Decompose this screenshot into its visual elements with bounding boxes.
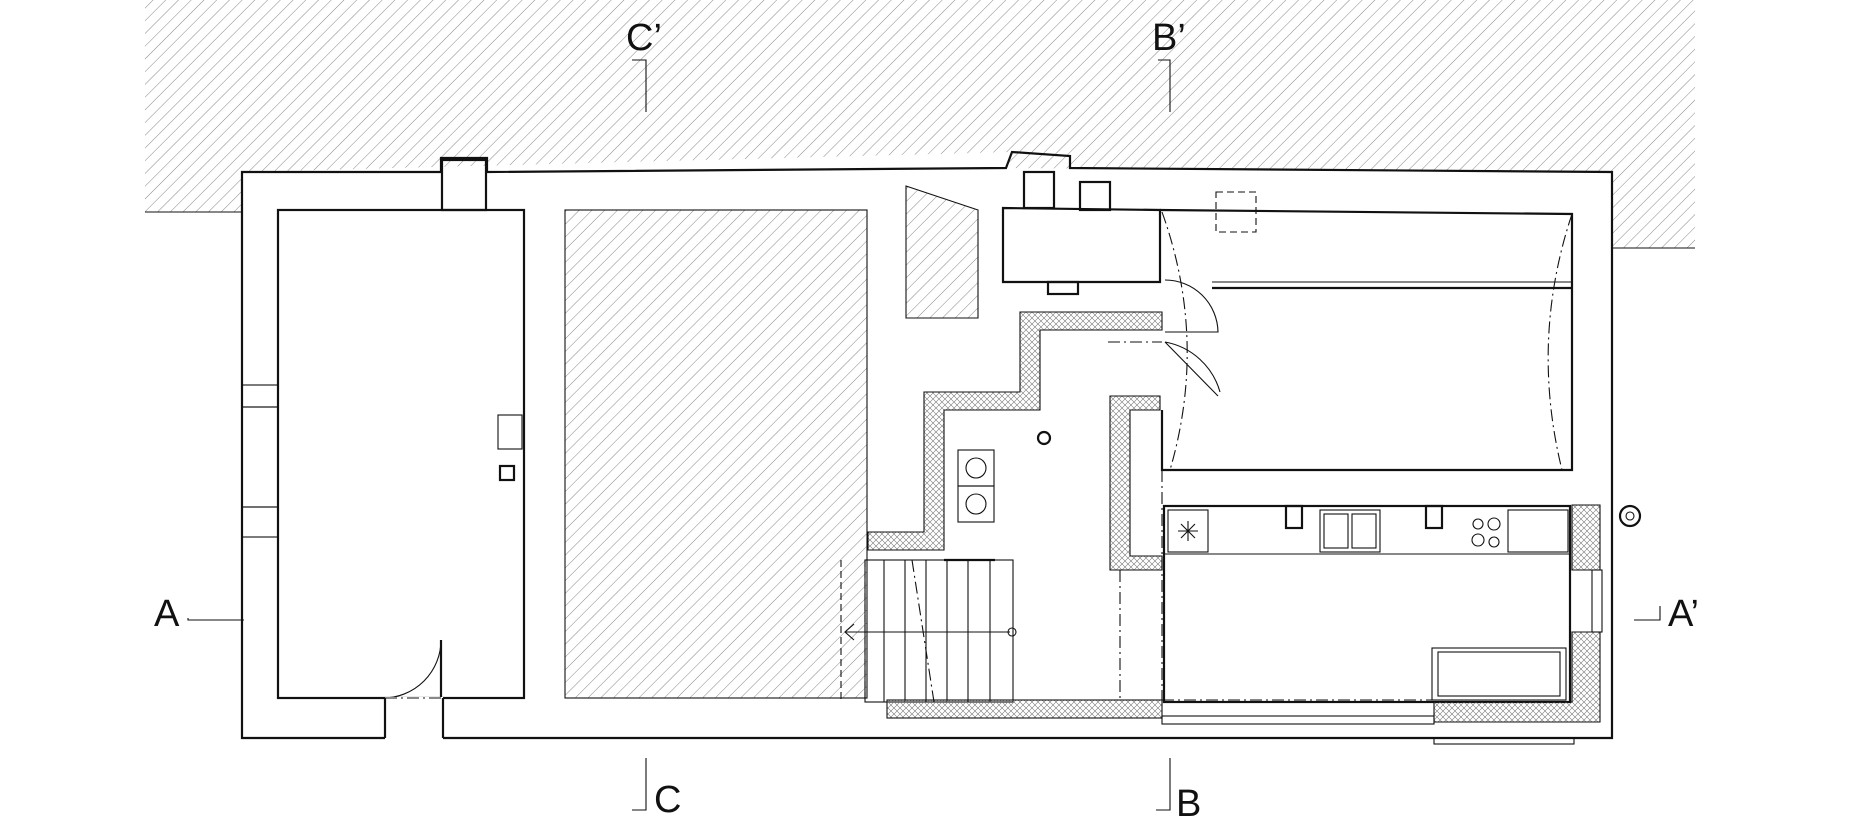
flue-2 (1078, 180, 1112, 212)
door-swing-cellar-2 (1164, 341, 1221, 397)
left-room (276, 208, 526, 700)
south-wall-insulated (886, 699, 1163, 719)
staircase (840, 559, 1017, 703)
kitchen-wall-insulated (1571, 504, 1601, 571)
svg-text:C: C (654, 779, 681, 821)
fill-zone-large (564, 209, 868, 699)
window-left-3 (241, 506, 279, 538)
svg-text:A’: A’ (1668, 593, 1699, 635)
stove (1471, 517, 1501, 548)
pantry-shelf-2 (957, 485, 995, 523)
duct (1046, 280, 1080, 296)
section-mark-b-top: B’ (1152, 17, 1186, 112)
chimney (440, 158, 488, 212)
shelf-ring-1 (965, 457, 987, 479)
shelf-ring-2 (965, 493, 987, 515)
section-mark-a-right: A’ (1634, 593, 1699, 635)
svg-text:C’: C’ (626, 17, 662, 59)
section-mark-c-top: C’ (626, 17, 662, 112)
flue-1 (1022, 170, 1056, 210)
dining-bench (1431, 647, 1567, 701)
svg-text:B’: B’ (1152, 17, 1186, 59)
sink (1319, 509, 1381, 553)
fridge-star (1178, 521, 1198, 541)
door-swing-cellar-1 (1164, 279, 1219, 333)
south-window (1161, 715, 1435, 725)
cellar-room-wall (1159, 208, 1574, 472)
door-opening-left (385, 697, 443, 740)
fridge (1167, 509, 1209, 553)
fill-zone-small (905, 185, 979, 319)
kitchen-room (1162, 504, 1572, 704)
ground-hatch (145, 0, 1695, 248)
sink-bowl-1 (1323, 513, 1349, 549)
section-mark-b-bottom: B (1156, 758, 1201, 825)
meter-outer (1618, 504, 1642, 528)
vault-arc-left (1161, 211, 1188, 471)
floor-drain (1036, 430, 1052, 446)
counter-niche-1 (1284, 504, 1304, 530)
window-left-2 (241, 406, 279, 508)
upper-cellar-wall (1001, 206, 1162, 284)
svg-text:A: A (154, 593, 180, 635)
vent-symbol (498, 464, 516, 482)
dining-bench-inner (1437, 651, 1561, 697)
insulated-wall-upper (867, 311, 1163, 551)
dashed-opening (1215, 191, 1257, 233)
south-window-sill (1433, 737, 1575, 745)
section-mark-a-left: A (154, 593, 244, 635)
sink-bowl-2 (1351, 513, 1377, 549)
counter-niche-2 (1424, 504, 1444, 530)
meter-inner (1625, 511, 1635, 521)
window-left-1 (241, 384, 279, 408)
pantry-shelf-1 (957, 449, 995, 487)
exterior-wall (240, 150, 1614, 740)
insulated-wall-right (1109, 395, 1163, 571)
wall-niche (497, 414, 523, 450)
kitchen-window-right (1591, 569, 1603, 633)
oven (1507, 509, 1569, 553)
kitchen-wall-insulated-2 (1433, 631, 1601, 723)
section-mark-c-bottom: C (632, 758, 681, 821)
vault-arc-right (1547, 213, 1573, 471)
svg-text:B: B (1176, 783, 1201, 825)
